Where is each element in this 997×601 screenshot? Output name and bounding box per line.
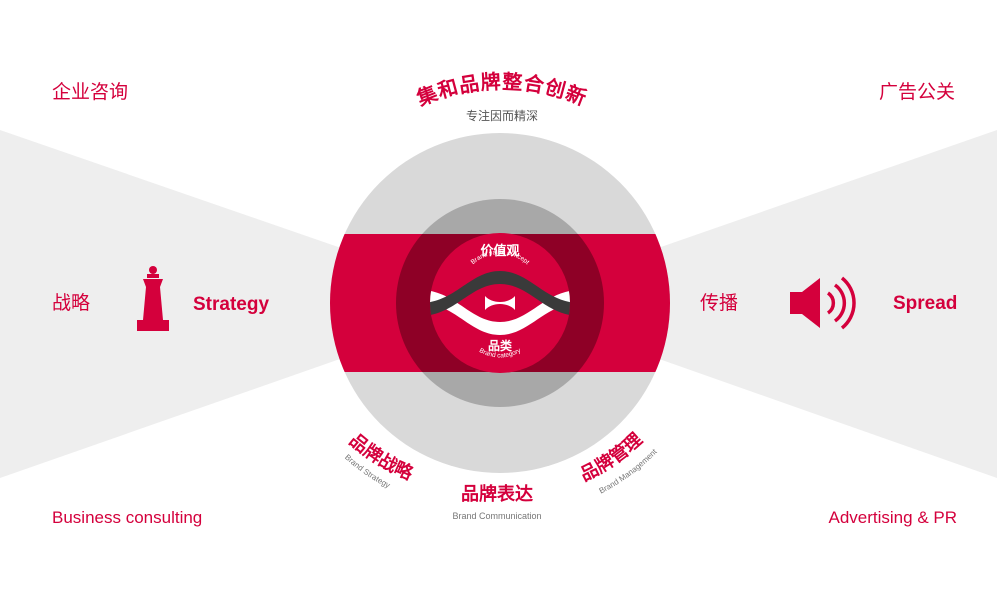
right-wing [500,130,997,478]
right-en-label: Spread [893,293,957,314]
chess-queen-icon [137,266,169,331]
top-title: 集和品牌整合创新 [413,69,591,110]
twist-waves [430,271,570,335]
corner-top-right: 广告公关 [879,81,955,103]
arc-communication-cn: 品牌表达 [461,483,533,505]
left-en-label: Strategy [193,294,269,315]
top-subtitle: 专注因而精深 [466,108,538,123]
speaker-icon [790,276,856,330]
arc-communication-en: Brand Communication [452,511,541,521]
corner-bottom-left: Business consulting [52,508,202,527]
center-bottom-cn: 品类 [488,338,513,353]
right-cn-label: 传播 [700,292,738,314]
corner-top-left: 企业咨询 [52,81,128,103]
left-wing [0,130,500,478]
center-top-cn: 价值观 [480,243,519,259]
corner-bottom-right: Advertising & PR [829,508,958,527]
left-cn-label: 战略 [52,292,90,314]
